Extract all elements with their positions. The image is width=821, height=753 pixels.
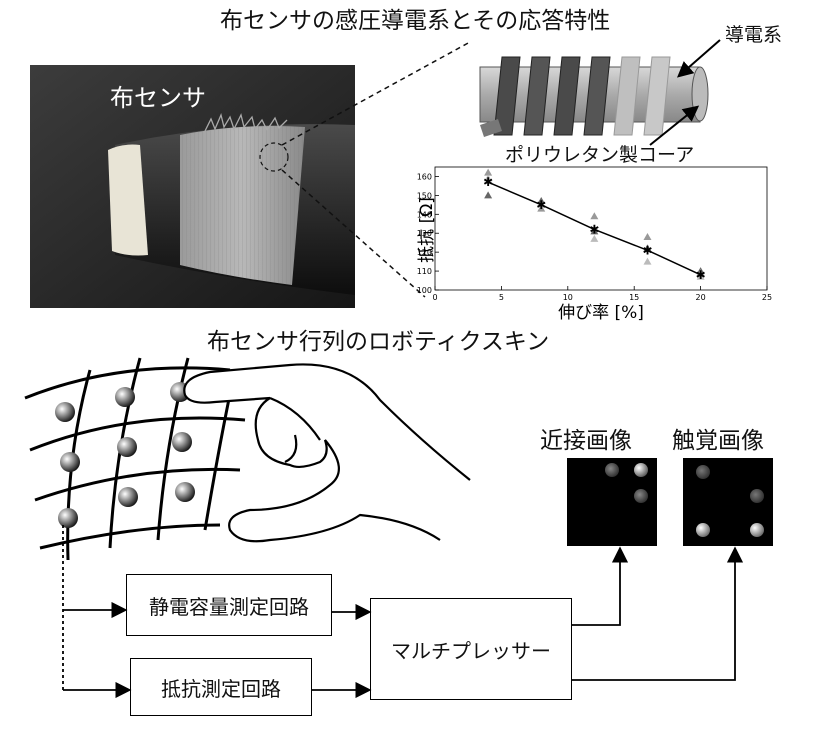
y-tick-label: 150: [417, 191, 432, 200]
proximity-image-graphic: [605, 463, 648, 503]
x-tick-label: 5: [499, 293, 504, 302]
triangle-data-point: [643, 233, 652, 241]
triangle-data-point: [537, 197, 546, 205]
y-tick-label: 110: [417, 267, 432, 276]
mux-to-proximity: [572, 546, 629, 626]
x-tick-label: 10: [563, 293, 573, 302]
resistance-circuit-label: 抵抗測定回路: [161, 676, 281, 701]
triangle-data-point: [643, 257, 652, 265]
tactile-image-graphic: [696, 465, 764, 537]
y-tick-label: 140: [417, 210, 432, 219]
tactile-image-label: 触覚画像: [672, 428, 764, 454]
multiplexer-box: マルチプレッサー: [370, 598, 572, 700]
conductive-thread-label: 導電系: [725, 24, 783, 46]
chart-ylabel: 抵抗 [Ω]: [417, 197, 437, 263]
triangle-data-point: [484, 191, 493, 199]
core-arrow: [649, 105, 700, 146]
proximity-image-label: 近接画像: [540, 428, 632, 454]
tactile-image-panel: [683, 458, 773, 546]
x-tick-label: 20: [696, 293, 706, 302]
x-tick-label: 15: [629, 293, 639, 302]
chart-plot-area: [434, 166, 768, 291]
proximity-image-panel: [567, 458, 657, 546]
y-tick-label: 130: [417, 229, 432, 238]
zoom-line-lower: [281, 169, 426, 298]
photo-label: 布センサ: [110, 84, 206, 112]
triangle-data-point: [484, 168, 493, 176]
fabric-sensor-photo: [30, 65, 355, 308]
zoom-circle: [259, 142, 289, 172]
triangle-data-point: [484, 174, 493, 182]
triangle-data-point: [590, 227, 599, 235]
photo-illustration: [30, 65, 355, 308]
triangle-data-point: [590, 212, 599, 220]
y-tick-label: 120: [417, 248, 432, 257]
star-data-point: ✱: [696, 268, 706, 282]
y-tick-label: 100: [417, 286, 432, 295]
triangle-data-point: [537, 204, 546, 212]
capacitance-circuit-label: 静電容量測定回路: [149, 594, 309, 619]
hand-outline: [183, 363, 471, 543]
capacitance-circuit-box: 静電容量測定回路: [126, 574, 332, 636]
light-coil-windows: [613, 56, 671, 136]
core-label: ポリウレタン製コーア: [505, 144, 695, 166]
x-tick-label: 25: [762, 293, 772, 302]
dark-coil-windows: [493, 56, 611, 136]
star-data-point: ✱: [642, 243, 652, 257]
triangle-data-point: [696, 272, 705, 280]
resistance-circuit-box: 抵抗測定回路: [130, 658, 312, 716]
mux-to-tactile: [572, 546, 744, 681]
conductive-core-illustration: [479, 56, 709, 137]
triangle-data-point: [590, 234, 599, 242]
star-data-point: ✱: [536, 198, 546, 212]
y-tick-label: 160: [417, 172, 432, 181]
chart-xlabel: 伸び率 [%]: [558, 303, 644, 323]
thread-arrow: [676, 39, 721, 78]
middle-title: 布センサ行列のロボティクスキン: [207, 329, 550, 355]
mean-series-line: [487, 181, 701, 276]
star-data-point: ✱: [483, 175, 493, 189]
star-data-point: ✱: [589, 222, 599, 236]
sensor-dots: [55, 382, 195, 528]
top-title: 布センサの感圧導電系とその応答特性: [220, 8, 611, 34]
multiplexer-label: マルチプレッサー: [391, 638, 551, 663]
x-tick-label: 0: [432, 293, 437, 302]
